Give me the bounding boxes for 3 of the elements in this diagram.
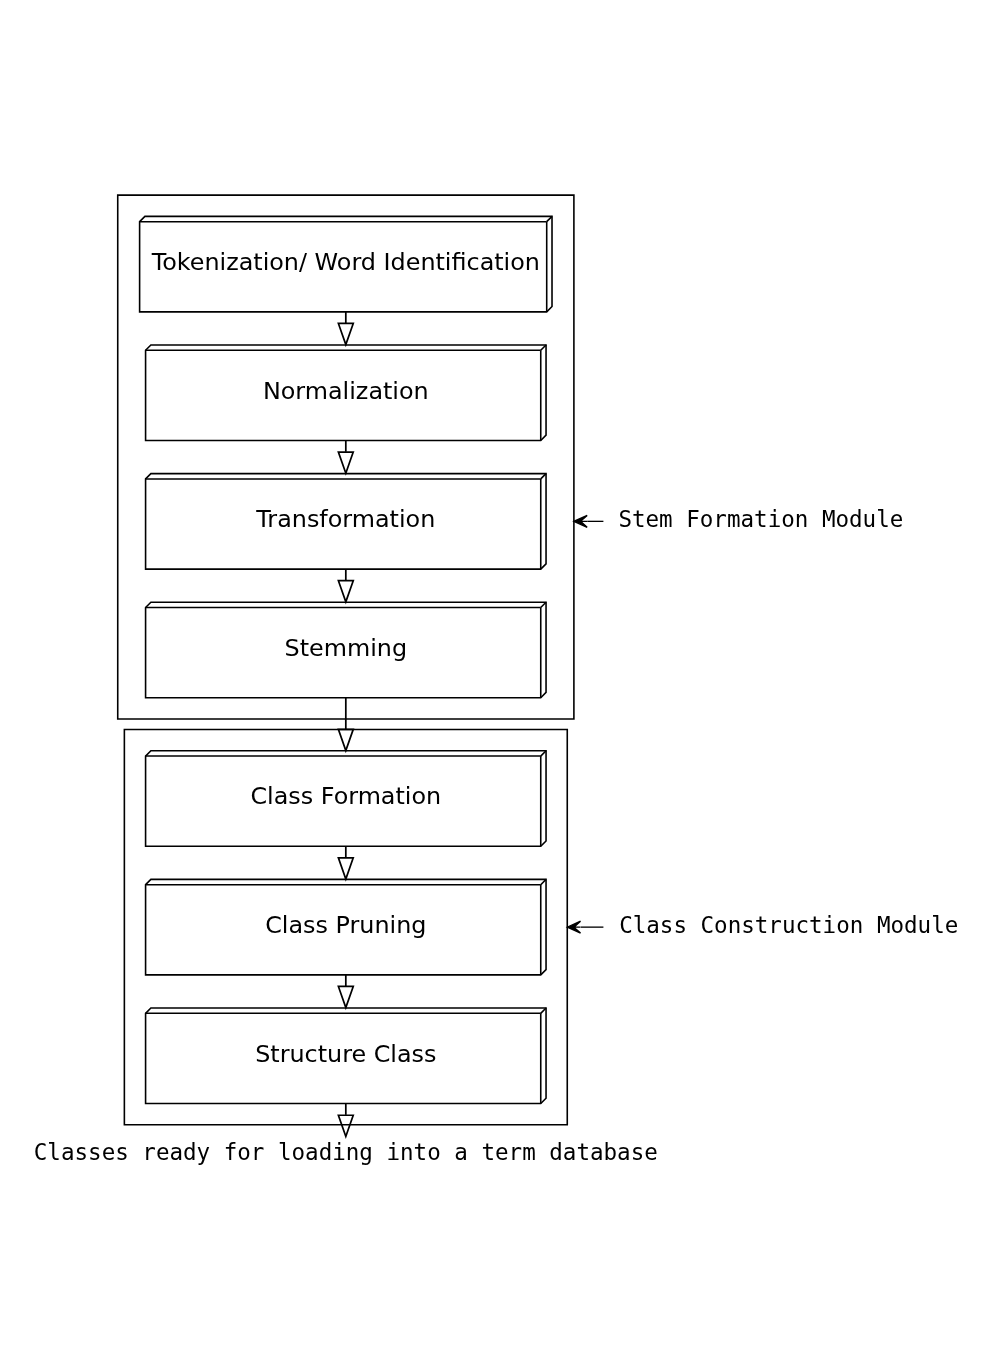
node-text: Class Construction Module bbox=[618, 911, 958, 938]
node-text: Classes ready for loading into a term database bbox=[33, 1138, 658, 1165]
node-text: Stem Formation Module bbox=[617, 505, 903, 532]
